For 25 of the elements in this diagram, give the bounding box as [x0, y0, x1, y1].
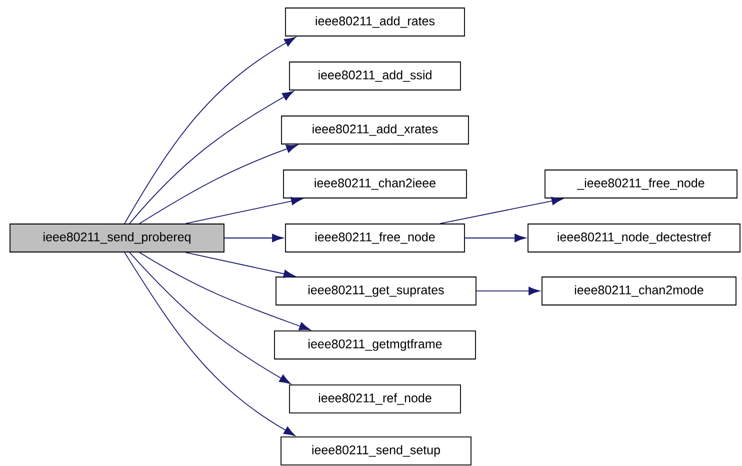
function-box: ieee80211_chan2mode [542, 276, 736, 306]
function-box: ieee80211_free_node [285, 224, 465, 252]
arrow [440, 196, 564, 224]
arrow [185, 196, 303, 224]
arrow [139, 252, 311, 330]
function-box: ieee80211_getmgtframe [274, 330, 476, 360]
arrow [476, 286, 540, 296]
function-box: _ieee80211_free_node [544, 170, 738, 198]
arrow [464, 234, 526, 242]
function-box: ieee80211_send_setup [280, 436, 472, 466]
arrow [129, 91, 294, 224]
function-box: ieee80211_ref_node [289, 384, 461, 414]
function-box: ieee80211_get_suprates [276, 276, 476, 306]
function-box: ieee80211_add_rates [285, 8, 465, 36]
arrow [224, 234, 284, 242]
function-box: ieee80211_add_xrates [281, 116, 469, 144]
function-box: ieee80211_chan2ieee [283, 170, 467, 198]
arrow [129, 252, 291, 384]
arrow [139, 144, 298, 224]
arrow [124, 252, 296, 436]
arrow [124, 37, 296, 224]
function-box: ieee80211_add_ssid [289, 62, 461, 90]
function-box: ieee80211_node_dectestref [528, 224, 740, 252]
arrow [185, 252, 296, 278]
function-box-highlighted: ieee80211_send_probereq [10, 224, 224, 252]
